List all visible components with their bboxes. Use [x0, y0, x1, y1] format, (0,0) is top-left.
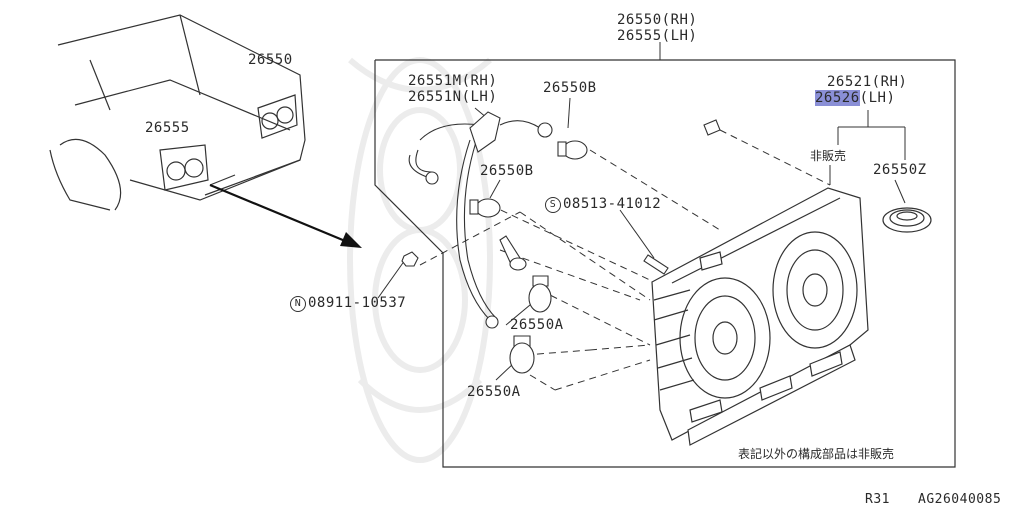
bulb-a-part-number-lower[interactable]: 26550A	[467, 384, 521, 400]
not-sold-label: 非販売	[810, 149, 847, 163]
bulb-b-part-number-mid[interactable]: 26550B	[480, 163, 534, 179]
footer-model: R31	[865, 492, 890, 507]
arrow-head	[340, 232, 362, 248]
bulb-a-part-number-upper[interactable]: 26550A	[510, 317, 564, 333]
assembly-part-number-lh[interactable]: 26555(LH)	[617, 28, 698, 44]
socket-part-number-rh[interactable]: 26551M(RH)	[408, 73, 498, 89]
nut-icon	[401, 251, 419, 267]
pointer-arrow	[209, 183, 351, 245]
car-label-rh[interactable]: 26550	[248, 52, 293, 68]
footer-code: AG26040085	[918, 492, 1002, 507]
lens-part-number-lh[interactable]: 26526(LH)	[815, 90, 895, 106]
diagram-frame	[374, 59, 956, 468]
bulb-socket-icon	[425, 111, 553, 329]
packing-ring-icon	[882, 207, 932, 233]
nut-part-number-text: 08911-10537	[308, 295, 407, 311]
stop-bulb-icon	[499, 235, 552, 374]
bulb-b-part-number-top[interactable]: 26550B	[543, 80, 597, 96]
packing-part-number[interactable]: 26550Z	[873, 162, 927, 178]
lens-lh-digit: 6	[850, 90, 860, 106]
car-rear-sketch	[49, 14, 306, 211]
rear-combination-lamp	[651, 187, 869, 446]
wire-harness	[408, 120, 541, 321]
screw-icon	[643, 119, 721, 275]
wedge-bulb-icon	[469, 140, 588, 218]
lens-lh-highlight: 26526	[815, 90, 860, 106]
dashed-assembly-lines	[419, 129, 831, 391]
lens-part-number-rh[interactable]: 26521(RH)	[827, 74, 908, 90]
leader-lines	[377, 97, 906, 381]
car-label-lh[interactable]: 26555	[145, 120, 190, 136]
nut-symbol-icon: N	[290, 296, 306, 312]
assembly-part-number-rh[interactable]: 26550(RH)	[617, 12, 698, 28]
screw-symbol-icon: S	[545, 197, 561, 213]
screw-part-number-text: 08513-41012	[563, 196, 662, 212]
footnote-not-sold: 表記以外の構成部品は非販売	[738, 447, 895, 461]
socket-part-number-lh[interactable]: 26551N(LH)	[408, 89, 498, 105]
lens-lh-suffix: (LH)	[859, 90, 896, 106]
lens-lh-prefix: 2652	[815, 90, 851, 106]
watermark-emblem	[347, 57, 493, 463]
